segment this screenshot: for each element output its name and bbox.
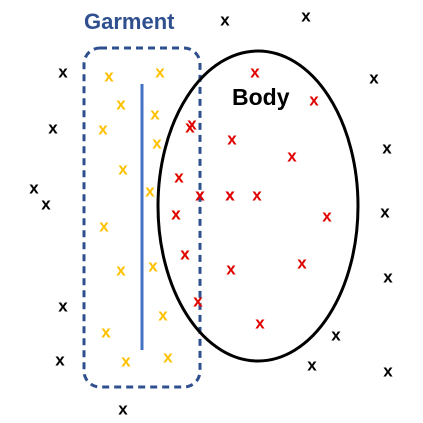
outside-point-mark: x <box>382 138 392 157</box>
outside-point-mark: x <box>48 118 58 137</box>
garment-point-mark: x <box>104 66 114 85</box>
body-point-mark: x <box>171 204 181 223</box>
garment-point-mark: x <box>185 117 195 136</box>
body-point-mark: x <box>322 206 332 225</box>
body-point-mark: x <box>252 185 262 204</box>
garment-point-mark: x <box>116 94 126 113</box>
garment-point-mark: x <box>99 216 109 235</box>
garment-point-mark: x <box>98 119 108 138</box>
outside-point-mark: x <box>383 361 393 380</box>
garment-point-mark: x <box>180 244 190 263</box>
garment-point-mark: x <box>116 260 126 279</box>
outside-point-mark: x <box>331 325 341 344</box>
garment-point-mark: x <box>163 347 173 366</box>
body-point-mark: x <box>225 185 235 204</box>
body-point-mark: x <box>195 185 205 204</box>
outside-point-mark: x <box>58 62 68 81</box>
garment-point-mark: x <box>150 104 160 123</box>
garment-point-mark: x <box>155 62 165 81</box>
body-point-mark: x <box>255 313 265 332</box>
body-region-ellipse <box>156 49 360 363</box>
outside-point-mark: x <box>58 296 68 315</box>
garment-point-mark: x <box>158 305 168 324</box>
outside-point-mark: x <box>380 202 390 221</box>
garment-point-mark: x <box>174 167 184 186</box>
body-point-mark: x <box>193 291 203 310</box>
garment-point-mark: x <box>152 133 162 152</box>
outside-point-mark: x <box>383 267 393 286</box>
garment-point-mark: x <box>171 204 181 223</box>
body-point-mark: x <box>309 90 319 109</box>
body-point-mark: x <box>180 244 190 263</box>
garment-label: Garment <box>84 9 175 34</box>
outside-point-mark: x <box>29 178 39 197</box>
outside-point-mark: x <box>369 68 379 87</box>
body-point-mark: x <box>195 185 205 204</box>
body-point-mark: x <box>187 114 197 133</box>
body-point-mark: x <box>227 129 237 148</box>
garment-point-mark: x <box>118 159 128 178</box>
outside-point-mark: x <box>220 10 230 29</box>
outside-point-mark: x <box>118 399 128 418</box>
outside-point-mark: x <box>55 350 65 369</box>
body-point-mark: x <box>226 259 236 278</box>
body-point-mark: x <box>174 167 184 186</box>
garment-point-mark: x <box>193 291 203 310</box>
body-label: Body <box>232 84 290 110</box>
body-point-mark: x <box>297 253 307 272</box>
garment-point-mark: x <box>121 351 131 370</box>
body-point-mark: x <box>225 185 235 204</box>
body-point-mark: x <box>250 62 260 81</box>
garment-point-mark: x <box>145 181 155 200</box>
garment-point-mark: x <box>101 322 111 341</box>
body-point-mark: x <box>287 146 297 165</box>
garment-region-box <box>82 46 202 389</box>
outside-point-mark: x <box>41 194 51 213</box>
outside-point-mark: x <box>307 355 317 374</box>
garment-point-mark: x <box>148 256 158 275</box>
outside-point-mark: x <box>301 6 311 25</box>
body-point-mark: x <box>185 117 195 136</box>
